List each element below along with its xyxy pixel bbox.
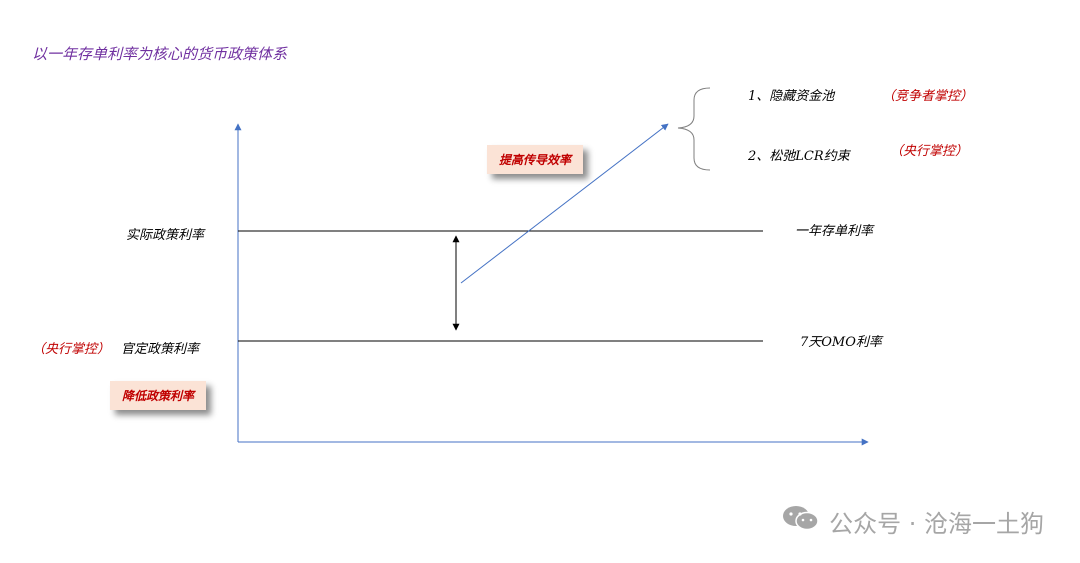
official-controller-label: （央行掌控） [32, 342, 111, 357]
option-1-controller: （竞争者掌控） [882, 89, 974, 104]
diagram-title: 以一年存单利率为核心的货币政策体系 [32, 45, 288, 63]
omo-7d-label: 7天OMO利率 [800, 335, 882, 350]
watermark: 公众号 · 沧海一土狗 [781, 503, 1044, 539]
watermark-text: 公众号 · 沧海一土狗 [829, 509, 1044, 538]
options-brace [677, 87, 711, 171]
option-1-text: 1、隐藏资金池 [748, 89, 835, 104]
actual-rate-label: 实际政策利率 [126, 228, 205, 243]
wechat-icon [781, 503, 821, 539]
transmission-arrow [460, 123, 669, 284]
option-2-controller: （央行掌控） [890, 144, 969, 159]
official-rate-label: 官定政策利率 [121, 342, 200, 357]
one-year-cd-label: 一年存单利率 [795, 224, 874, 239]
option-2-text: 2、松弛LCR约束 [748, 149, 850, 164]
raise-transmission-tag: 提高传导效率 [487, 145, 584, 174]
lower-rate-tag: 降低政策利率 [110, 381, 207, 410]
